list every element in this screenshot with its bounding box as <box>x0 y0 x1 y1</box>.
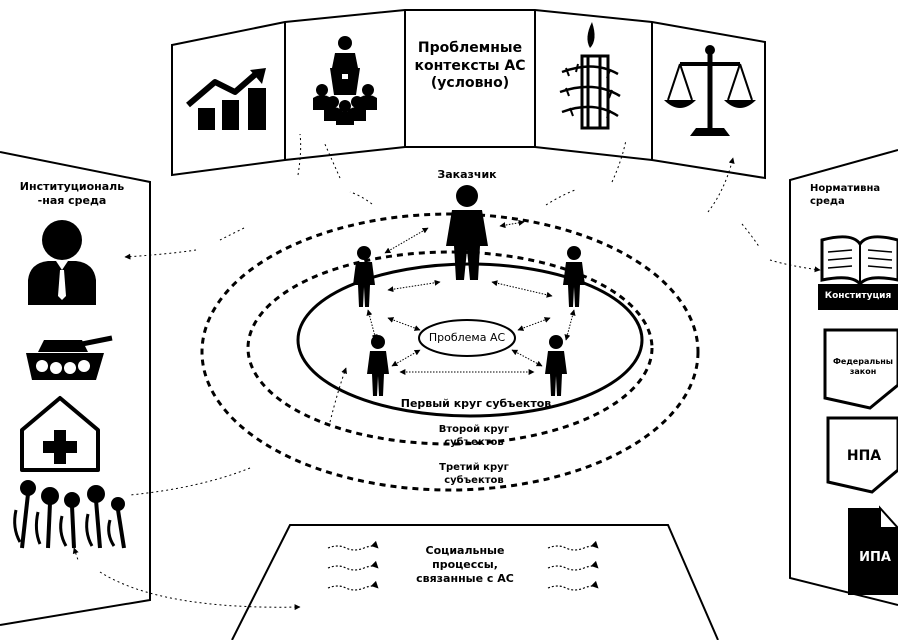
relation-arrows <box>366 219 576 375</box>
subject-figure <box>563 246 585 307</box>
third-circle-label: Третий круг субъектов <box>439 462 509 486</box>
official-icon <box>28 220 96 305</box>
speaker-podium-icon <box>313 36 377 125</box>
press-microphones-icon <box>13 480 126 549</box>
customer-label: Заказчик <box>437 168 497 181</box>
problem-ellipse <box>418 319 516 357</box>
candle-barbed-wire-icon <box>559 22 621 130</box>
ipa-document-icon <box>848 505 898 595</box>
social-processes-panel <box>231 524 719 640</box>
social-processes-label: Социальные процессы, связанные с АС <box>416 544 514 585</box>
subject-figure <box>367 335 389 396</box>
second-circle-label: Второй круг субъектов <box>438 424 510 448</box>
npa-document-icon <box>826 416 898 494</box>
ipa-label: ИПА <box>859 550 891 565</box>
problem-contexts-panel <box>171 9 766 180</box>
subject-figure <box>353 246 375 307</box>
growth-chart-icon <box>186 68 266 130</box>
first-circle-label: Первый круг субъектов <box>400 397 552 410</box>
third-circle <box>200 212 700 492</box>
constitution-label: Конституция <box>824 291 892 301</box>
institutional-environment-panel <box>0 151 151 626</box>
npa-label: НПА <box>846 448 882 464</box>
federal-law-label: Федеральны закон <box>832 357 894 376</box>
social-process-arrows <box>327 540 599 591</box>
constitution-book-icon <box>818 235 898 310</box>
customer-figure <box>446 185 488 280</box>
subject-figure <box>545 335 567 396</box>
tank-icon <box>26 335 113 380</box>
regulatory-environment-title: Нормативна среда <box>810 183 881 207</box>
influence-arrows <box>72 133 821 611</box>
problem-label: Проблема АС <box>428 331 506 344</box>
problem-contexts-label: Проблемные контексты АС (условно) <box>414 40 526 91</box>
scales-of-justice-icon <box>664 45 756 136</box>
hospital-icon <box>20 396 100 472</box>
institutional-environment-title: Институциональ -ная среда <box>19 180 125 207</box>
second-circle <box>246 250 654 446</box>
federal-law-document-icon <box>823 328 898 410</box>
